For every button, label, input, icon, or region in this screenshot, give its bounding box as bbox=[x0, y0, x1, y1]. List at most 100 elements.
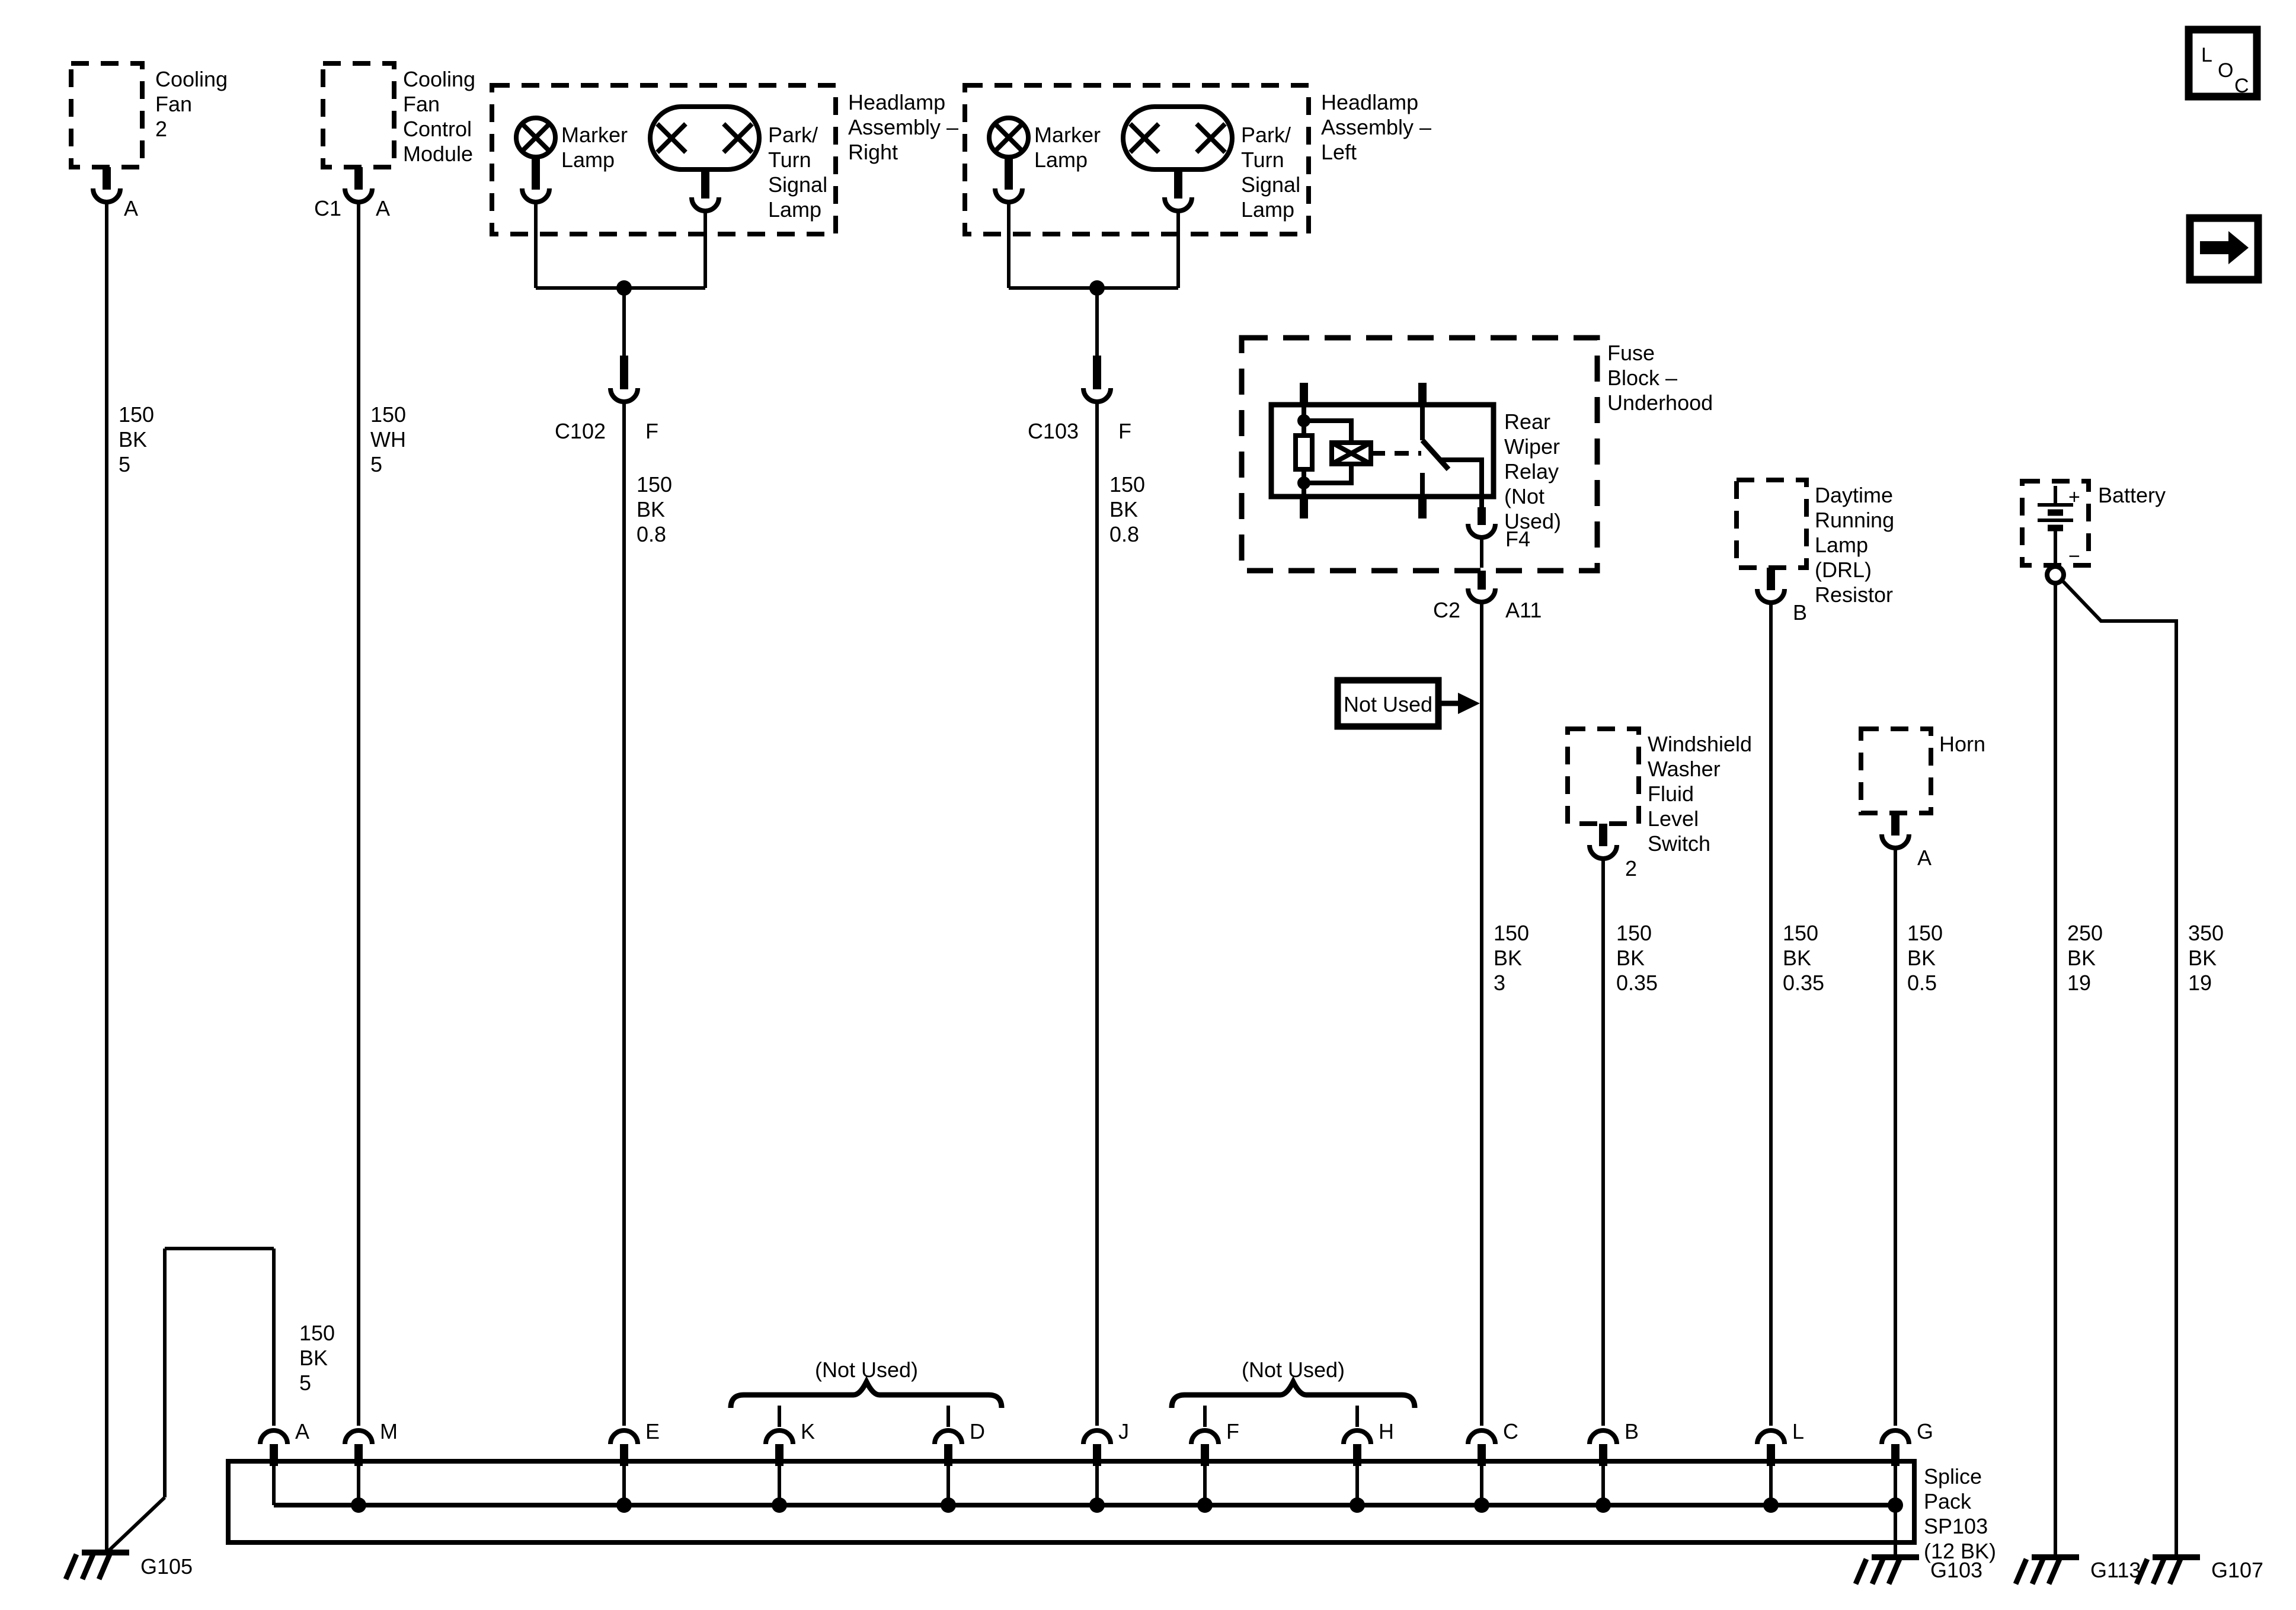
ground-g113: G113 bbox=[2013, 1554, 2141, 1585]
headlamp-left-lamp-stubs bbox=[1005, 157, 1182, 199]
next-page-button-box[interactable] bbox=[2186, 214, 2262, 284]
relay-resistor-icon bbox=[1293, 433, 1315, 472]
relay-terminal-stubs bbox=[1300, 383, 1427, 518]
headlamp-left-internal-wires bbox=[1007, 202, 1180, 356]
module-pin-label: A bbox=[376, 196, 390, 220]
bus-dot bbox=[1474, 1497, 1489, 1513]
washer-switch-connector-cup bbox=[1587, 844, 1619, 861]
not-used-callout: Not Used bbox=[1334, 677, 1480, 730]
relay-coil-cross bbox=[1331, 440, 1372, 466]
forward-arrow-head-icon bbox=[2228, 231, 2249, 264]
bus-dot bbox=[616, 1497, 632, 1513]
ground-hatch-icon bbox=[63, 1553, 113, 1580]
loc-button[interactable]: L O C bbox=[2185, 25, 2261, 101]
bus-dot bbox=[1089, 1497, 1105, 1513]
ground-hatch-icon bbox=[2134, 1558, 2183, 1585]
bus-dot bbox=[1763, 1497, 1779, 1513]
splice-pin-cups bbox=[343, 1428, 1911, 1445]
headlamp-right-junction-dot bbox=[616, 280, 632, 296]
loc-letter-o: O bbox=[2218, 59, 2233, 82]
module-connector-cup bbox=[343, 188, 375, 204]
splice-pin-label-e: E bbox=[645, 1419, 660, 1443]
bus-dot bbox=[1595, 1497, 1611, 1513]
splice-pin-label-f: F bbox=[1226, 1419, 1239, 1443]
headlamp-right-internal-wires bbox=[534, 202, 707, 356]
ground-hatch-icon bbox=[2013, 1558, 2062, 1585]
headlamp-left-box bbox=[962, 83, 1311, 236]
splice-pin-label-d: D bbox=[970, 1419, 985, 1443]
bus-dot bbox=[351, 1497, 366, 1513]
loc-letter-l: L bbox=[2201, 44, 2212, 66]
headlamp-left-junction-dot bbox=[1089, 280, 1105, 296]
splice-pin-label-k: K bbox=[801, 1419, 815, 1443]
c102-pin-label: F bbox=[645, 419, 658, 443]
washer-switch-box bbox=[1565, 726, 1641, 826]
battery-symbol-thick-plates bbox=[2048, 509, 2063, 532]
ground-g103-label: G103 bbox=[1930, 1558, 1982, 1582]
not-used-brace-right bbox=[1169, 1375, 1418, 1409]
marker-lamp-cross bbox=[520, 122, 551, 153]
not-used-brace-right-label: (Not Used) bbox=[1242, 1358, 1345, 1382]
not-used-label: Not Used bbox=[1344, 692, 1432, 716]
c2-connector-cup bbox=[1466, 588, 1498, 604]
headlamp-right-box bbox=[490, 83, 838, 236]
marker-lamp-cross bbox=[993, 122, 1024, 153]
splice-pin-label-c: C bbox=[1503, 1419, 1518, 1443]
module-connector-label: C1 bbox=[314, 196, 341, 220]
loc-button-box[interactable] bbox=[2185, 25, 2261, 101]
horn-label: Horn bbox=[1939, 732, 1985, 756]
battery-symbol-thin-plates bbox=[2038, 486, 2073, 566]
c103-pin-label: F bbox=[1118, 419, 1131, 443]
c103-connector-label: C103 bbox=[1028, 419, 1079, 443]
park-turn-lamp-crosses bbox=[655, 122, 754, 154]
ground-g105-label: G105 bbox=[140, 1554, 193, 1579]
splice-pin-label-m: M bbox=[380, 1419, 398, 1443]
cooling-fan-2-pin-label: A bbox=[124, 196, 138, 220]
ground-g105: G105 bbox=[63, 1550, 193, 1580]
ground-g113-label: G113 bbox=[2090, 1558, 2141, 1582]
c2-connector-label: C2 bbox=[1433, 598, 1460, 622]
next-page-button[interactable] bbox=[2186, 214, 2262, 284]
splice-pin-cup bbox=[258, 1428, 290, 1445]
c103-connector-cup bbox=[1081, 388, 1113, 404]
not-used-brace-left bbox=[728, 1375, 1005, 1409]
drl-connector-cup bbox=[1755, 588, 1787, 605]
fuse-block-box bbox=[1239, 335, 1600, 574]
ground-g107: G107 bbox=[2134, 1554, 2263, 1585]
splice-pin-label-a: A bbox=[295, 1419, 309, 1443]
ground-g103: G103 bbox=[1853, 1554, 1982, 1585]
f4-connector-cup bbox=[1466, 523, 1498, 540]
pin-a-ground-loop-wire bbox=[104, 1247, 276, 1555]
forward-arrow-icon bbox=[2200, 241, 2228, 254]
battery-label: Battery bbox=[2098, 483, 2166, 507]
f4-pin-label: F4 bbox=[1505, 527, 1530, 551]
park-turn-lamp-crosses bbox=[1128, 122, 1227, 154]
ground-hatch-icon bbox=[1853, 1558, 1902, 1585]
splice-pin-label-g: G bbox=[1917, 1419, 1933, 1443]
battery-ground-wire-right bbox=[2059, 577, 2178, 1555]
c102-connector-cup bbox=[608, 388, 640, 404]
splice-pin-label-l: L bbox=[1792, 1419, 1804, 1443]
relay-junction-dot bbox=[1297, 414, 1310, 427]
drl-pin-label: B bbox=[1793, 600, 1807, 625]
